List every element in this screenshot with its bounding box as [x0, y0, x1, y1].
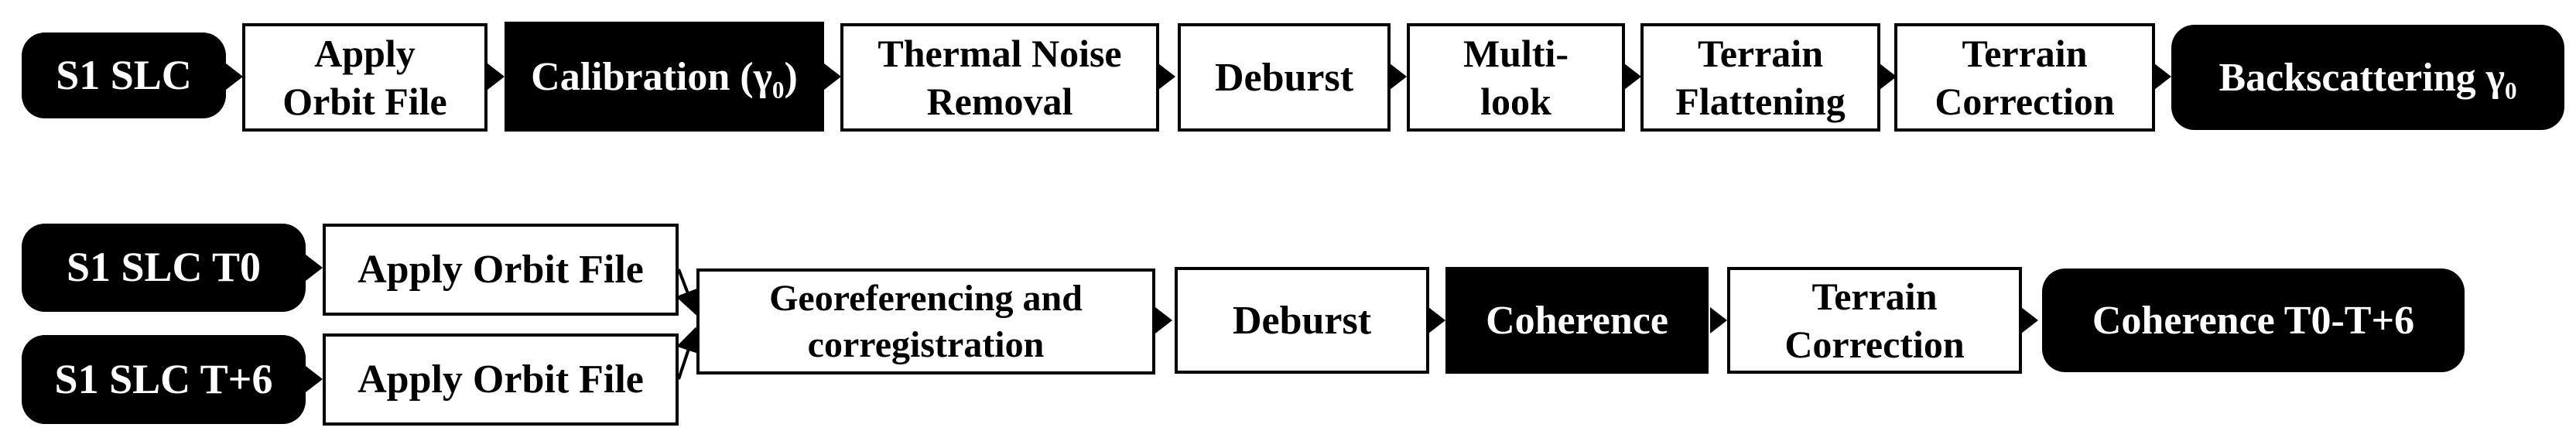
node-label: S1 SLC [56, 51, 192, 98]
node-coherence-t0-t6: Coherence T0-T+6 [2042, 268, 2465, 372]
node-apply-orbit-file-t0: Apply Orbit File [323, 224, 679, 316]
flow-arrow-icon [2154, 63, 2171, 90]
flow-arrow-icon [1624, 63, 1641, 90]
merge-line-t0 [676, 268, 700, 316]
flow-arrow-icon [1155, 307, 1172, 333]
flow-arrow-icon [1390, 63, 1407, 90]
node-deburst-backscatter: Deburst [1178, 23, 1391, 132]
node-deburst-coherence: Deburst [1175, 267, 1429, 374]
node-coherence: Coherence [1445, 267, 1709, 374]
node-label: S1 SLC T+6 [54, 355, 273, 402]
node-label: Thermal Noise Removal [877, 31, 1122, 124]
node-s1-slc-t6: S1 SLC T+6 [22, 335, 306, 424]
node-label: Deburst [1232, 298, 1372, 343]
node-thermal-noise-removal: Thermal Noise Removal [840, 23, 1159, 132]
node-terrain-correction-coherence: Terrain Correction [1727, 267, 2022, 374]
node-georeferencing-corregistration: Georeferencing and corregistration [696, 268, 1155, 374]
node-multilook: Multi- look [1407, 23, 1625, 132]
flow-arrow-icon [1158, 63, 1175, 90]
node-label: Apply Orbit File [357, 248, 644, 292]
node-label: Deburst [1214, 55, 1354, 100]
node-calibration-gamma0: Calibration (γ₀) [505, 22, 824, 132]
node-s1-slc: S1 SLC [22, 32, 226, 118]
node-terrain-flattening: Terrain Flattening [1640, 23, 1880, 132]
node-terrain-correction-backscatter: Terrain Correction [1894, 23, 2155, 132]
flow-arrow-icon [306, 366, 323, 392]
node-apply-orbit-file-t6: Apply Orbit File [323, 333, 679, 426]
flow-arrow-icon [1710, 307, 1727, 333]
node-label: S1 SLC T0 [66, 244, 262, 291]
flow-arrow-icon [2021, 307, 2038, 333]
node-label: Backscattering γ₀ [2219, 55, 2517, 100]
node-apply-orbit-file-1: Apply Orbit File [242, 23, 487, 132]
node-label: Georeferencing and corregistration [769, 277, 1083, 365]
flow-arrow-icon [226, 63, 243, 90]
node-label: Terrain Flattening [1675, 31, 1846, 124]
node-label: Calibration (γ₀) [531, 54, 798, 99]
flow-arrow-icon [306, 255, 323, 281]
flow-arrow-icon [824, 63, 841, 90]
node-label: Apply Orbit File [357, 357, 644, 402]
node-label: Coherence T0-T+6 [2092, 298, 2415, 343]
merge-connector [676, 268, 700, 380]
merge-line-t6 [676, 327, 700, 380]
node-label: Apply Orbit File [282, 31, 447, 124]
flow-arrow-icon [1428, 307, 1445, 333]
flow-arrow-icon [487, 63, 505, 90]
node-s1-slc-t0: S1 SLC T0 [22, 224, 306, 312]
node-label: Terrain Correction [1935, 31, 2115, 124]
node-backscattering-gamma0: Backscattering γ₀ [2171, 25, 2564, 130]
node-label: Multi- look [1462, 31, 1569, 124]
node-label: Coherence [1486, 298, 1668, 343]
node-label: Terrain Correction [1784, 274, 1965, 367]
flow-arrow-icon [1880, 63, 1897, 90]
